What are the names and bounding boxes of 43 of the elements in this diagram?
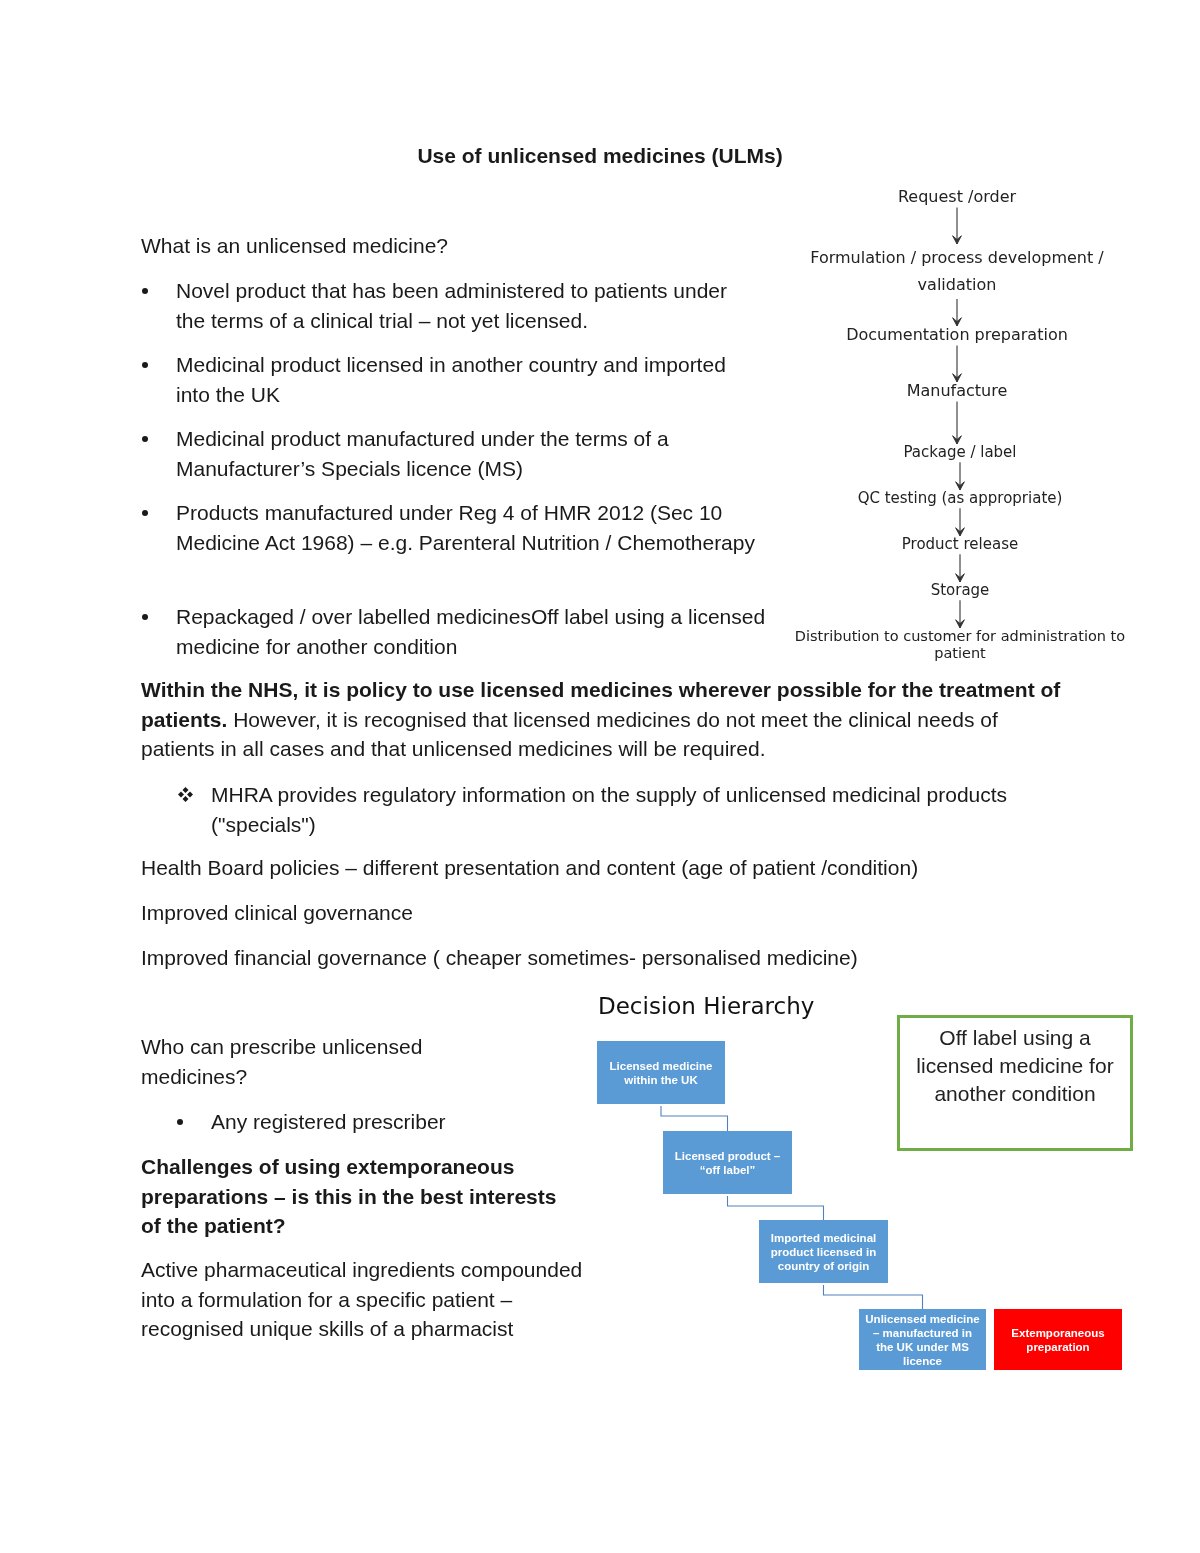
bullet-text: Novel product that has been administered to patients under the terms of a clinical trial – not yet licensed. (176, 278, 728, 334)
connector-line (660, 1105, 729, 1132)
arrow (955, 599, 965, 629)
hierarchy-box: Unlicensed medicine – manufactured in the UK under MS licence (859, 1309, 986, 1370)
bullet-text: Medicinal product licensed in another country and imported into the UK (176, 352, 727, 408)
arrow (952, 298, 962, 327)
arrow (952, 344, 962, 383)
paragraph-text: Improved financial governance ( cheaper sometimes- personalised medicine) (141, 945, 859, 971)
bullet-text: Products manufactured under Reg 4 of HMR 2012 (Sec 10 Medicine Act 1968) – e.g. Parenteral Nutrition / Chemotherapy (176, 500, 756, 556)
hierarchy-box: Licensed medicine within the UK (597, 1041, 725, 1104)
process-step: Product release (901, 536, 1019, 554)
paragraph-text: Within the NHS, it is policy to use licensed medicines wherever possible for the treatment of patients. However, it is recognised that licensed medicines do not meet the clinical needs of patients in all cases and that unlicensed medicines will be required. (141, 677, 1062, 762)
paragraph-text: Active pharmaceutical ingredients compounded into a formulation for a specific patient – recognised unique skills of a pharmacist (141, 1257, 584, 1342)
page-title: Use of unlicensed medicines (ULMs) (416, 143, 784, 169)
bullet-text: Medicinal product manufactured under the terms of a Manufacturer’s Specials licence (MS) (176, 426, 670, 482)
section-heading: Decision Hierarchy (598, 992, 816, 1021)
process-step: QC testing (as appropriate) (857, 490, 1063, 508)
connector-line (822, 1284, 924, 1310)
paragraph-text: Health Board policies – different presentation and content (age of patient /condition) (141, 855, 920, 881)
hierarchy-box: Imported medicinal product licensed in country of origin (759, 1220, 888, 1283)
hierarchy-box: Extemporaneous preparation (994, 1309, 1122, 1370)
bullet-text: Repackaged / over labelled medicinesOff label using a licensed medicine for another condition (176, 604, 766, 660)
process-step: Documentation preparation (846, 326, 1068, 345)
arrow (955, 553, 965, 583)
process-step: Formulation / process development / validation (792, 244, 1122, 298)
process-step: Manufacture (906, 382, 1008, 401)
bullet-text: Any registered prescriber (211, 1109, 447, 1135)
bullet-text: MHRA provides regulatory information on the supply of unlicensed medicinal products ("specials") (211, 782, 1009, 838)
arrow (952, 400, 962, 445)
bold-heading: Challenges of using extemporaneous preparations – is this in the best interests of the patient? (141, 1154, 558, 1239)
arrow (955, 461, 965, 491)
paragraph-text: Improved clinical governance (141, 900, 414, 926)
arrow (955, 507, 965, 537)
note-box: Off label using a licensed medicine for another condition (897, 1015, 1133, 1151)
connector-line (726, 1195, 825, 1221)
question-text: Who can prescribe unlicensed medicines? (141, 1034, 424, 1090)
hierarchy-box: Licensed product – “off label” (663, 1131, 792, 1194)
process-step: Request /order (897, 188, 1017, 207)
process-step: Distribution to customer for administration to patient (785, 628, 1135, 662)
question-text: What is an unlicensed medicine? (141, 233, 449, 259)
process-step: Package / label (903, 444, 1017, 462)
process-step: Storage (930, 582, 990, 600)
arrow (952, 206, 962, 245)
